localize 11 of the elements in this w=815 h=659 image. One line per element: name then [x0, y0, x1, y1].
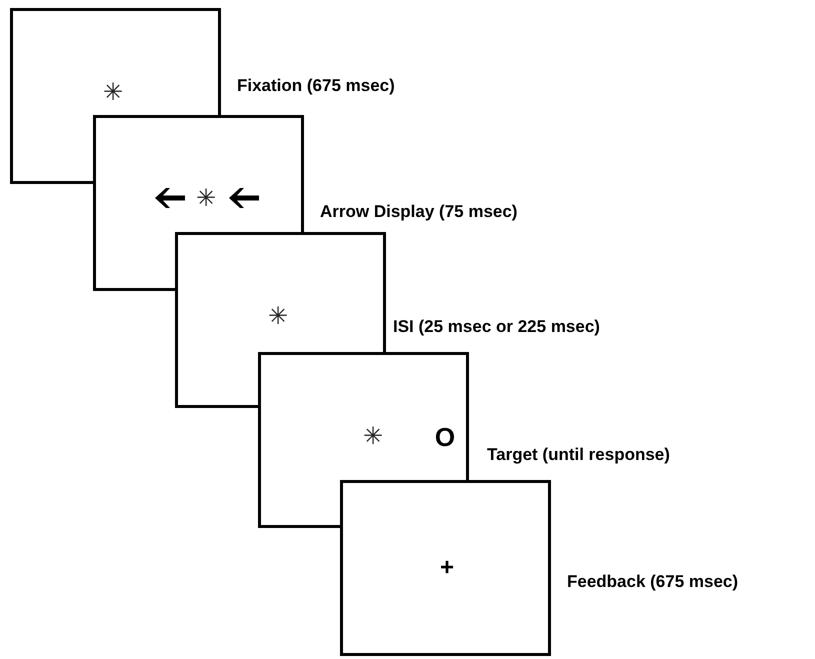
fixation-asterisk: ✳	[362, 424, 384, 448]
screen-caption: Target (until response)	[487, 445, 670, 465]
target-letter: O	[434, 424, 456, 450]
fixation-asterisk: ✳	[102, 80, 124, 104]
fixation-asterisk: ✳	[268, 304, 288, 328]
feedback-symbol: +	[440, 556, 454, 580]
screen-caption: Fixation (675 msec)	[237, 76, 395, 96]
screen-caption: ISI (25 msec or 225 msec)	[393, 317, 600, 337]
fixation-asterisk: ✳	[196, 186, 216, 210]
screen-caption: Feedback (675 msec)	[567, 572, 738, 592]
screen-caption: Arrow Display (75 msec)	[320, 202, 518, 222]
